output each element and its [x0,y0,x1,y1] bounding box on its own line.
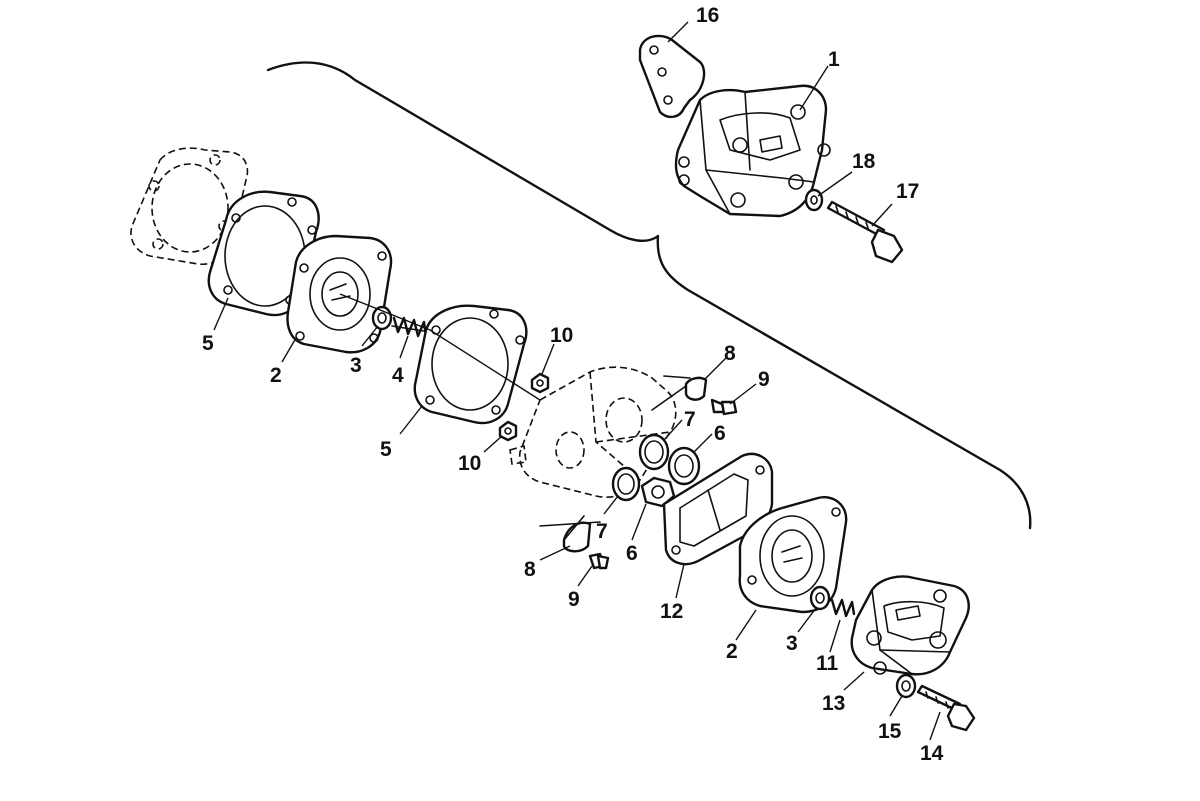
part-2-diaphragm-right [738,496,848,614]
callout-18: 18 [852,150,876,173]
callout-4: 4 [392,364,404,387]
pump-body-reference [509,366,677,498]
callout-6-upper: 6 [714,422,726,445]
mounting-flange-reference [130,147,249,265]
callout-2-left: 2 [270,364,282,387]
part-11-spring [830,598,856,618]
part-18-washer [804,188,824,212]
callout-15: 15 [878,720,902,743]
part-13-pump-cover [850,575,970,676]
part-10-nut-upper [530,372,550,394]
callout-labels: 16 1 18 17 5 2 3 4 5 10 10 8 9 7 6 7 6 8… [202,4,944,765]
callout-17: 17 [896,180,919,203]
callout-13: 13 [822,692,845,715]
callout-9-lower: 9 [568,588,580,611]
callout-8-lower: 8 [524,558,536,581]
part-2-diaphragm-left [286,234,393,354]
callout-3-right: 3 [786,632,798,655]
part-6-valve-upper [667,446,701,486]
part-9-screw-lower [588,552,610,570]
callout-10-upper: 10 [550,324,573,347]
part-7-oring-lower [611,466,641,502]
part-5-gasket-center [413,304,528,425]
callout-3-left: 3 [350,354,362,377]
callout-14: 14 [920,742,944,765]
callout-9-upper: 9 [758,368,770,391]
callout-7-upper: 7 [684,408,696,431]
callout-12: 12 [660,600,683,623]
callout-5-left: 5 [202,332,214,355]
callout-2-right: 2 [726,640,738,663]
callout-16: 16 [696,4,719,27]
part-8-clip-lower [539,515,601,553]
part-14-bolt [916,684,976,732]
part-6-valve-lower [640,476,676,508]
leader-lines [213,21,941,741]
callout-11: 11 [816,652,839,675]
grouping-bracket [266,61,1032,530]
callout-8-upper: 8 [724,342,736,365]
callout-10-lower: 10 [458,452,481,475]
callout-5-center: 5 [380,438,392,461]
callout-7-lower: 7 [596,520,608,543]
part-3-retainer-right [809,585,831,611]
callout-1: 1 [828,48,840,71]
part-17-bolt [826,200,904,264]
part-1-fuel-pump-assembly [674,84,831,218]
part-15-washer [895,673,917,699]
part-10-nut-lower [498,420,518,442]
callout-6-lower: 6 [626,542,638,565]
part-9-screw-upper [710,398,738,416]
part-8-clip-upper [651,375,708,411]
part-16-gasket [638,34,706,119]
part-7-oring-upper [638,433,670,471]
part-4-spring [391,316,431,338]
